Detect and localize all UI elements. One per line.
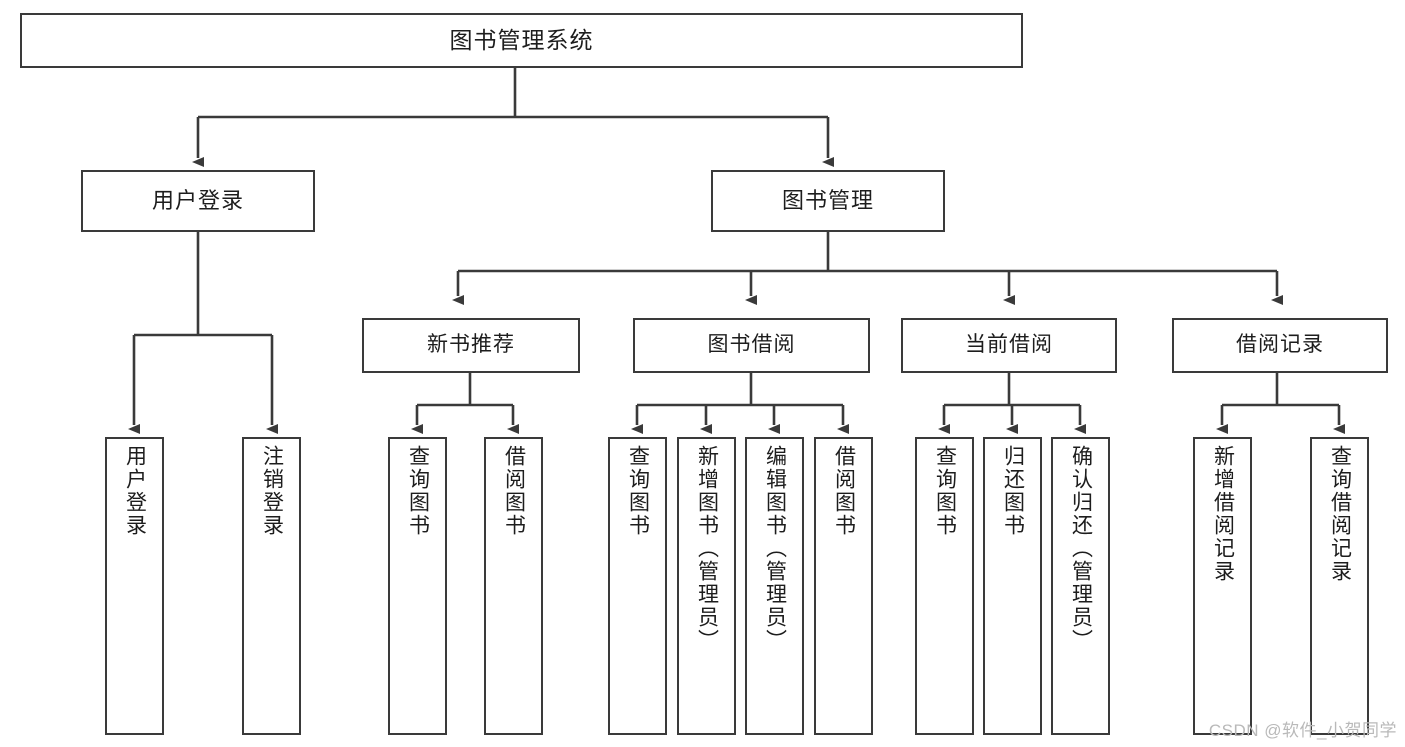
node-borrow-record[interactable]: 借阅记录 [1172, 318, 1388, 373]
node-user-login[interactable]: 用户登录 [81, 170, 315, 232]
leaf-book-borrow-edit[interactable]: 编辑图书（管理员） [745, 437, 804, 735]
node-book-management-label: 图书管理 [781, 188, 874, 214]
leaf-borrow-record-query[interactable]: 查询借阅记录 [1310, 437, 1369, 735]
leaf-current-borrow-confirm-return-label: 确认归还（管理员） [1069, 445, 1093, 652]
leaf-user-login-logout-label: 注销登录 [260, 445, 284, 537]
node-user-login-label: 用户登录 [151, 188, 244, 214]
node-book-management[interactable]: 图书管理 [711, 170, 945, 232]
leaf-new-book-query-label: 查询图书 [406, 445, 430, 537]
leaf-book-borrow-borrow[interactable]: 借阅图书 [814, 437, 873, 735]
leaf-new-book-query[interactable]: 查询图书 [388, 437, 447, 735]
leaf-borrow-record-query-label: 查询借阅记录 [1328, 445, 1352, 583]
leaf-book-borrow-borrow-label: 借阅图书 [832, 445, 856, 537]
leaf-book-borrow-add-label: 新增图书（管理员） [695, 445, 719, 652]
node-new-book-recommend-label: 新书推荐 [427, 333, 515, 357]
leaf-borrow-record-add[interactable]: 新增借阅记录 [1193, 437, 1252, 735]
node-new-book-recommend[interactable]: 新书推荐 [362, 318, 580, 373]
leaf-book-borrow-add[interactable]: 新增图书（管理员） [677, 437, 736, 735]
node-book-borrow-label: 图书借阅 [707, 333, 796, 357]
leaf-current-borrow-query[interactable]: 查询图书 [915, 437, 974, 735]
leaf-borrow-record-add-label: 新增借阅记录 [1211, 445, 1235, 583]
leaf-current-borrow-return[interactable]: 归还图书 [983, 437, 1042, 735]
leaf-book-borrow-edit-label: 编辑图书（管理员） [763, 445, 787, 652]
leaf-new-book-borrow-label: 借阅图书 [502, 445, 526, 537]
node-current-borrow-label: 当前借阅 [965, 333, 1053, 357]
leaf-book-borrow-query-label: 查询图书 [626, 445, 650, 537]
leaf-book-borrow-query[interactable]: 查询图书 [608, 437, 667, 735]
leaf-new-book-borrow[interactable]: 借阅图书 [484, 437, 543, 735]
node-root-label: 图书管理系统 [449, 27, 594, 54]
leaf-current-borrow-confirm-return[interactable]: 确认归还（管理员） [1051, 437, 1110, 735]
leaf-current-borrow-query-label: 查询图书 [933, 445, 957, 537]
node-book-borrow[interactable]: 图书借阅 [633, 318, 870, 373]
leaf-user-login-login-label: 用户登录 [123, 445, 147, 537]
leaf-user-login-logout[interactable]: 注销登录 [242, 437, 301, 735]
node-root[interactable]: 图书管理系统 [20, 13, 1023, 68]
leaf-current-borrow-return-label: 归还图书 [1001, 445, 1025, 537]
node-current-borrow[interactable]: 当前借阅 [901, 318, 1117, 373]
leaf-user-login-login[interactable]: 用户登录 [105, 437, 164, 735]
node-borrow-record-label: 借阅记录 [1236, 333, 1324, 357]
